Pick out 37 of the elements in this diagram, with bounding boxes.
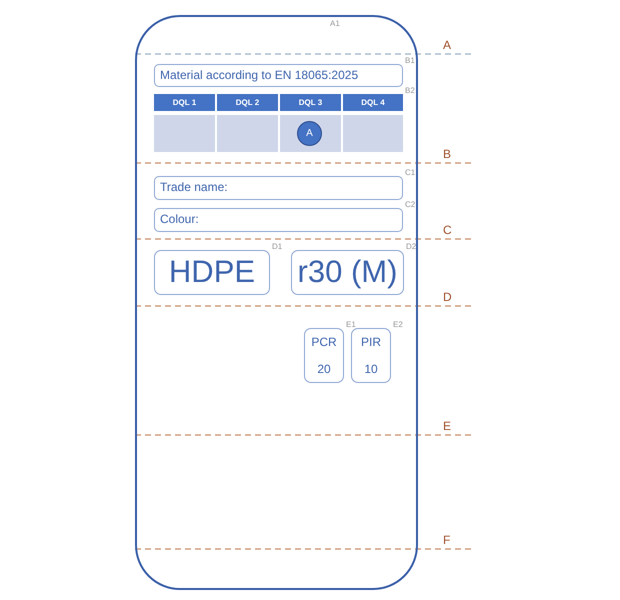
table-header-cell: DQL 1	[154, 94, 215, 111]
grade-marker-circle: A	[297, 121, 322, 146]
box-text: PCR	[310, 335, 338, 349]
zone-tag: D1	[272, 242, 282, 251]
zone-tag: E1	[346, 320, 356, 329]
table-header-cell: DQL 4	[343, 94, 403, 111]
zone-tag: B2	[405, 86, 415, 95]
zone-tag: C2	[405, 200, 416, 209]
box-text: 10	[363, 362, 379, 376]
code-box: HDPE	[154, 250, 270, 295]
content-box	[351, 328, 391, 383]
section-letter: D	[443, 290, 452, 304]
zone-tag: B1	[405, 56, 415, 65]
zone-tag: A1	[330, 19, 340, 28]
table-cell	[217, 115, 278, 152]
section-letter: E	[443, 419, 452, 433]
box-text: PIR	[360, 335, 382, 349]
section-letter: B	[443, 147, 452, 161]
box-text: 20	[316, 362, 332, 376]
table-header-cell: DQL 3	[280, 94, 341, 111]
content-box	[304, 328, 344, 383]
code-box: r30 (M)	[291, 250, 404, 295]
zone-tag: E2	[393, 320, 403, 329]
text-field: Material according to EN 18065:2025	[154, 64, 403, 87]
table-cell	[154, 115, 215, 152]
section-letter: F	[443, 533, 450, 547]
dql-table	[154, 94, 403, 152]
section-letter: C	[443, 223, 452, 237]
table-cell	[343, 115, 403, 152]
zone-tag: D2	[406, 242, 416, 251]
zone-tag: C1	[405, 168, 416, 177]
text-field: Trade name:	[154, 176, 403, 200]
section-letter: A	[443, 38, 452, 52]
table-cell	[280, 115, 341, 152]
table-header-cell: DQL 2	[217, 94, 278, 111]
label-outline	[135, 15, 418, 590]
text-field: Colour:	[154, 208, 403, 232]
